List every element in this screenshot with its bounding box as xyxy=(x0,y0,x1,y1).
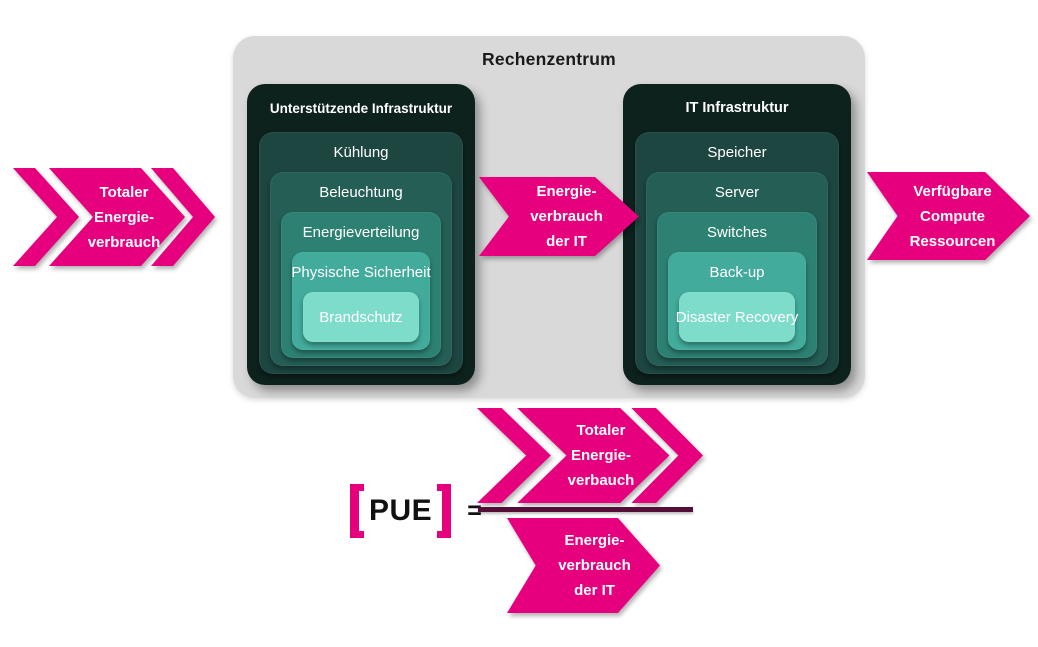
numerator-arrow-label: Totaler Energie- verbauch xyxy=(567,422,635,489)
compute-resources-arrow: Verfügbare Compute Ressourcen xyxy=(867,172,1030,260)
denominator-arrow: Energie- verbrauch der IT xyxy=(507,518,660,613)
layer-label: Kühlung xyxy=(333,144,389,161)
bracket-left-icon xyxy=(350,484,364,538)
arrow-shape xyxy=(479,177,639,256)
layer-label: Switches xyxy=(706,224,768,241)
arrow-shape xyxy=(867,172,1030,260)
layer-label: Server xyxy=(714,184,760,201)
total-energy-arrow-label: Totaler Energie- verbrauch xyxy=(87,183,161,251)
denominator-arrow-label: Energie- verbrauch der IT xyxy=(558,532,631,599)
it-energy-arrow-label: Energie- verbrauch der IT xyxy=(530,183,603,250)
layer-label: Brandschutz xyxy=(319,308,403,326)
layer-label: Disaster Recovery xyxy=(675,308,799,326)
it-energy-arrow: Energie- verbrauch der IT xyxy=(479,177,639,256)
double-chevron-arrow-shape xyxy=(477,408,703,503)
total-energy-arrow: Totaler Energie- verbrauch xyxy=(13,168,215,266)
layer-disaster-recovery: Disaster Recovery xyxy=(675,292,799,342)
arrow-shape xyxy=(507,518,660,613)
numerator-arrow: Totaler Energie- verbauch xyxy=(477,408,703,503)
pue-label: PUE xyxy=(369,494,433,527)
pue-formula: PUE = xyxy=(350,483,482,539)
datacenter-panel: Rechenzentrum Unterstützende Infrastrukt… xyxy=(233,36,865,398)
layer-brandschutz: Brandschutz xyxy=(303,292,419,342)
double-chevron-arrow-shape xyxy=(13,168,215,266)
equals-sign: = xyxy=(467,496,482,525)
layer-label: Back-up xyxy=(709,264,765,281)
fraction-line xyxy=(478,507,693,512)
layer-label: Beleuchtung xyxy=(319,184,403,201)
supporting-infrastructure-title: Unterstützende Infrastruktur xyxy=(269,100,453,116)
it-infrastructure-title: IT Infrastruktur xyxy=(685,100,789,116)
compute-resources-arrow-label: Verfügbare Compute Ressourcen xyxy=(909,182,996,250)
layer-label: Physische Sicherheit xyxy=(291,264,431,281)
datacenter-title: Rechenzentrum xyxy=(482,49,616,69)
bracket-right-icon xyxy=(437,484,452,538)
layer-label: Energieverteilung xyxy=(302,224,420,241)
layer-label: Speicher xyxy=(707,144,767,161)
